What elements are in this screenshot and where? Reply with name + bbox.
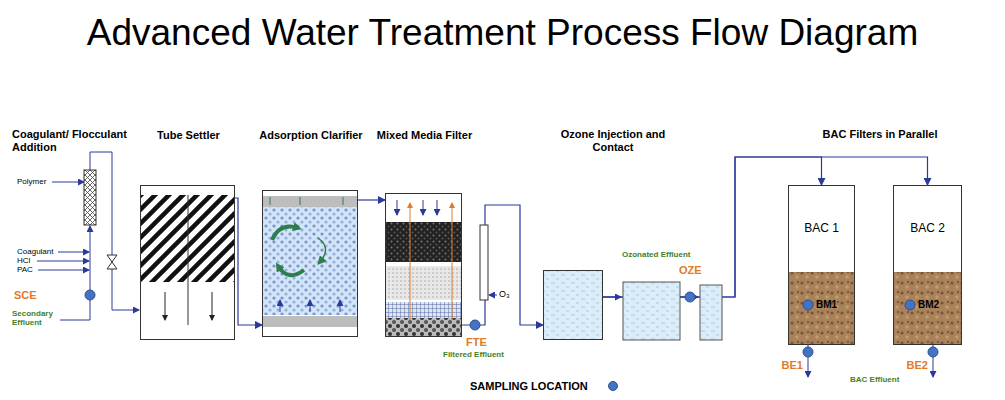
sample-id: BM2 — [918, 299, 939, 311]
sample-id: FTE — [466, 336, 487, 349]
stage-heading: BAC Filters in Parallel — [815, 128, 945, 141]
stage-heading: Mixed Media Filter — [360, 129, 490, 142]
stream-name: Ozonated Effluent — [622, 250, 690, 259]
flow-line — [358, 199, 385, 200]
stage-heading: Adsorption Clarifier — [241, 129, 381, 142]
chemical-feed: Polymer — [17, 177, 46, 186]
stage-heading: Tube Settler — [119, 129, 259, 142]
stage-heading: Coagulant/ Flocculant Addition — [12, 128, 134, 153]
flow-line — [603, 157, 928, 297]
diagram-title: Advanced Water Treatment Process Flow Di… — [0, 12, 1005, 54]
flow-line — [235, 198, 262, 325]
box-label: BAC 2 — [894, 222, 961, 236]
box-label: BAC 1 — [789, 222, 854, 236]
gas-feed: O₃ — [499, 289, 510, 299]
tube-settler: Tube Settler — [140, 185, 235, 340]
adsorption-clarifier: Adsorption Clarifier — [262, 190, 358, 337]
legend-text: SAMPLING LOCATION — [470, 380, 588, 393]
sample-id: BE1 — [765, 359, 803, 372]
chemical-feed: HCl — [17, 256, 30, 265]
stream-name: Secondary Effluent — [12, 309, 64, 327]
bac-filter: BAC 1 — [788, 185, 855, 345]
sample-id: BM1 — [816, 299, 837, 311]
legend-swatch — [608, 381, 618, 391]
stream-name: Filtered Effluent — [443, 350, 504, 359]
sample-id: BE2 — [890, 359, 928, 372]
flow-line — [462, 205, 543, 325]
mixed-media-filter: Mixed Media Filter — [385, 193, 462, 337]
stage-heading: Ozone Injection and Contact — [552, 128, 674, 153]
ozone-contact-tank: Ozone Injection and Contact — [543, 270, 603, 340]
sample-id: SCE — [14, 289, 37, 302]
chemical-feed: Coagulant — [17, 247, 53, 256]
chemical-feed: PAC — [17, 265, 33, 274]
sample-id: OZE — [679, 264, 702, 277]
stream-name: BAC Effluent — [850, 375, 899, 384]
bac-filter: BAC 2 — [893, 185, 962, 345]
